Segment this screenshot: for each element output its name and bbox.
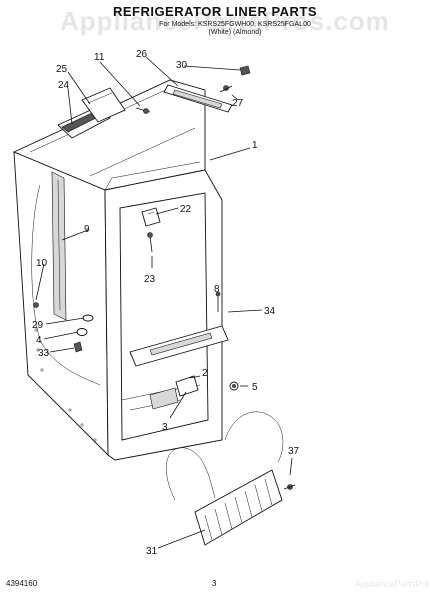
model-line-2: (White) (Almond) [208,29,262,36]
callout-30: 30 [176,60,188,71]
callout-25: 25 [56,64,68,75]
basket-31 [166,411,284,546]
liner-body [12,79,223,461]
callout-3: 3 [162,422,168,433]
callout-10: 10 [36,258,48,269]
callout-29: 29 [32,320,44,331]
callout-labels: 25 11 24 26 30 27 1 9 22 23 10 8 34 29 4… [32,49,300,557]
screw-23 [147,232,153,253]
callout-23: 23 [144,274,156,285]
callout-37: 37 [288,446,300,457]
document-number: 4394160 [6,579,38,588]
footer-watermark: AppliancePartsPros.com [355,579,430,589]
upper-hinge-bracket [57,87,126,139]
bracket-2 [175,375,199,397]
callout-34: 34 [264,306,276,317]
cover-34 [129,325,229,367]
callout-31: 31 [146,546,158,557]
callout-22: 22 [180,204,192,215]
screw-37 [283,484,296,490]
callout-26: 26 [136,49,148,60]
callout-11: 11 [94,52,105,63]
callout-9: 9 [84,224,90,235]
callout-2: 2 [202,368,208,379]
watermark: AppliancePartsPros.com [60,6,390,36]
callout-8: 8 [214,284,220,295]
callout-24: 24 [58,80,70,91]
callout-5: 5 [252,382,258,393]
callout-1: 1 [252,140,258,151]
nut-5 [229,381,239,391]
screw-11 [135,107,151,114]
callout-4: 4 [36,335,42,346]
leader-lines [35,56,293,549]
top-rail-26 [163,84,233,113]
callout-27: 27 [232,98,244,109]
model-list: For Models: KSRS25FGWH00, KSRS25FGAL00 (… [120,21,350,37]
screw-8 [215,291,221,312]
diagram-title: REFRIGERATOR LINER PARTS [112,4,318,19]
bracket-22 [141,207,161,227]
fastener-30 [239,65,251,76]
screw-27 [219,85,233,93]
page-number: 3 [212,579,217,588]
callout-33: 33 [38,348,50,359]
model-line-1: For Models: KSRS25FGWH00, KSRS25FGAL00 [159,21,311,28]
